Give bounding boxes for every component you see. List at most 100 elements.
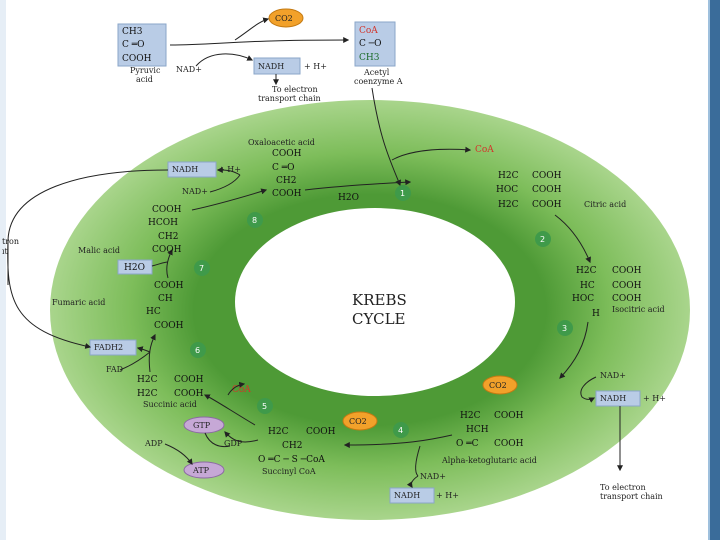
step-8-badge [247,212,263,228]
h2o-1: H2O [338,193,359,203]
succinic-l1: H2C [137,375,158,385]
nad-3: NAD+ [600,371,626,380]
succinyl-l1: H2C [268,427,289,437]
krebs-title-l2: CYCLE [352,310,406,328]
succinic-r2: COOH [174,389,204,399]
step-7-badge [194,260,210,276]
step-7: 7 [199,264,204,273]
slide-right-border [710,0,720,540]
succinyl-name: Succinyl CoA [262,467,316,476]
citric-r2: COOH [532,185,562,195]
to-etc-right-l1: To electron [600,483,646,492]
nadh-3-box [595,390,641,407]
atp: ATP [192,466,210,475]
oxaloacetic-name: Oxaloacetic acid [248,138,315,147]
isocitric-r2: COOH [612,281,642,291]
oxaloacetic-l3: CH2 [276,176,296,186]
slide-left-border [0,0,6,540]
pyruvate-box [117,23,167,67]
succinyl-l2: CH2 [282,441,302,451]
step-2-badge [535,231,551,247]
h-top: + H+ [304,62,327,71]
oxaloacetic-l4: COOH [272,189,302,199]
nadh-4-box [389,487,435,504]
step-1-badge [395,185,411,201]
h2o-7: H2O [124,263,145,273]
tron-left-l1: tron [2,237,19,246]
gtp-oval [183,416,225,434]
fumaric-name: Fumaric acid [52,298,105,307]
to-etc-right-l2: transport chain [600,492,663,501]
fad: FAD [106,365,123,374]
adp: ADP [144,439,163,448]
acetyl-name-l1: Acetyl [363,68,390,77]
citric-l3: H2C [498,200,519,210]
acetyl-name-l2: coenzyme A [354,77,403,86]
nadh-top: NADH [258,62,284,71]
citric-l2: HOC [496,185,518,195]
pyruvate-l3: COOH [122,54,152,64]
step-6-badge [190,342,206,358]
step-6: 6 [195,346,200,355]
nad-top: NAD+ [176,65,202,74]
h2o-7-box [117,259,153,275]
step-5-badge [257,398,273,414]
citric-name: Citric acid [584,200,626,209]
isocitric-l1: H2C [576,266,597,276]
oxaloacetic-l2: C ═O [272,163,295,173]
pyruvate-name-l1: Pyruvic [130,66,161,75]
malic-name: Malic acid [78,246,120,255]
isocitric-l3: HOC [572,294,594,304]
citric-l1: H2C [498,171,519,181]
malic-l4: COOH [152,245,182,255]
h-3: + H+ [643,394,666,403]
acetyl-l2: C ─O [359,39,382,49]
co2-top: CO2 [275,14,293,23]
gdp: GDP [224,439,243,448]
acetyl-l1: CoA [359,26,378,36]
tron-left-l2: ıt [2,247,9,256]
akg-l2: HCH [466,425,489,435]
step-3-badge [557,320,573,336]
nadh-3: NADH [600,394,626,403]
akg-r3: COOH [494,439,524,449]
nadh-4: NADH [394,491,420,500]
pyruvate-l2: C ═O [122,40,145,50]
step-3: 3 [562,324,567,333]
step-4: 4 [398,426,403,435]
fumaric-l3: HC [146,307,161,317]
succinic-l2: H2C [137,389,158,399]
malic-l2: HCOH [148,218,178,228]
fadh2: FADH2 [94,343,123,352]
step-4-badge [393,422,409,438]
oxaloacetic-l1: COOH [272,149,302,159]
gtp: GTP [193,421,211,430]
isocitric-name: Isocitric acid [612,305,665,314]
akg-l1: H2C [460,411,481,421]
akg-name: Alpha-ketoglutaric acid [441,456,537,465]
isocitric-l2: HC [580,281,595,291]
pyruvate-name-l2: acid [136,75,153,84]
isocitric-r1: COOH [612,266,642,276]
pyruvate-l1: CH3 [122,27,143,37]
succinic-name: Succinic acid [143,400,197,409]
fumaric-l4: COOH [154,321,184,331]
isocitric-l4: H [592,309,600,319]
co2-4-bubble [342,411,378,431]
nadh-top-box [253,57,301,75]
isocitric-r3: COOH [612,294,642,304]
acetyl-box [354,21,396,67]
citric-r3: COOH [532,200,562,210]
nad-8: NAD+ [182,187,208,196]
acetyl-l3: CH3 [359,53,380,63]
krebs-title-l1: KREBS [352,291,407,309]
co2-3-bubble [482,375,518,395]
malic-l1: COOH [152,205,182,215]
co2-3: CO2 [489,381,507,390]
nadh-8: NADH [172,165,198,174]
h-8: + H+ [218,165,241,174]
succinyl-r1: COOH [306,427,336,437]
to-etc-top-l2: transport chain [258,94,321,103]
